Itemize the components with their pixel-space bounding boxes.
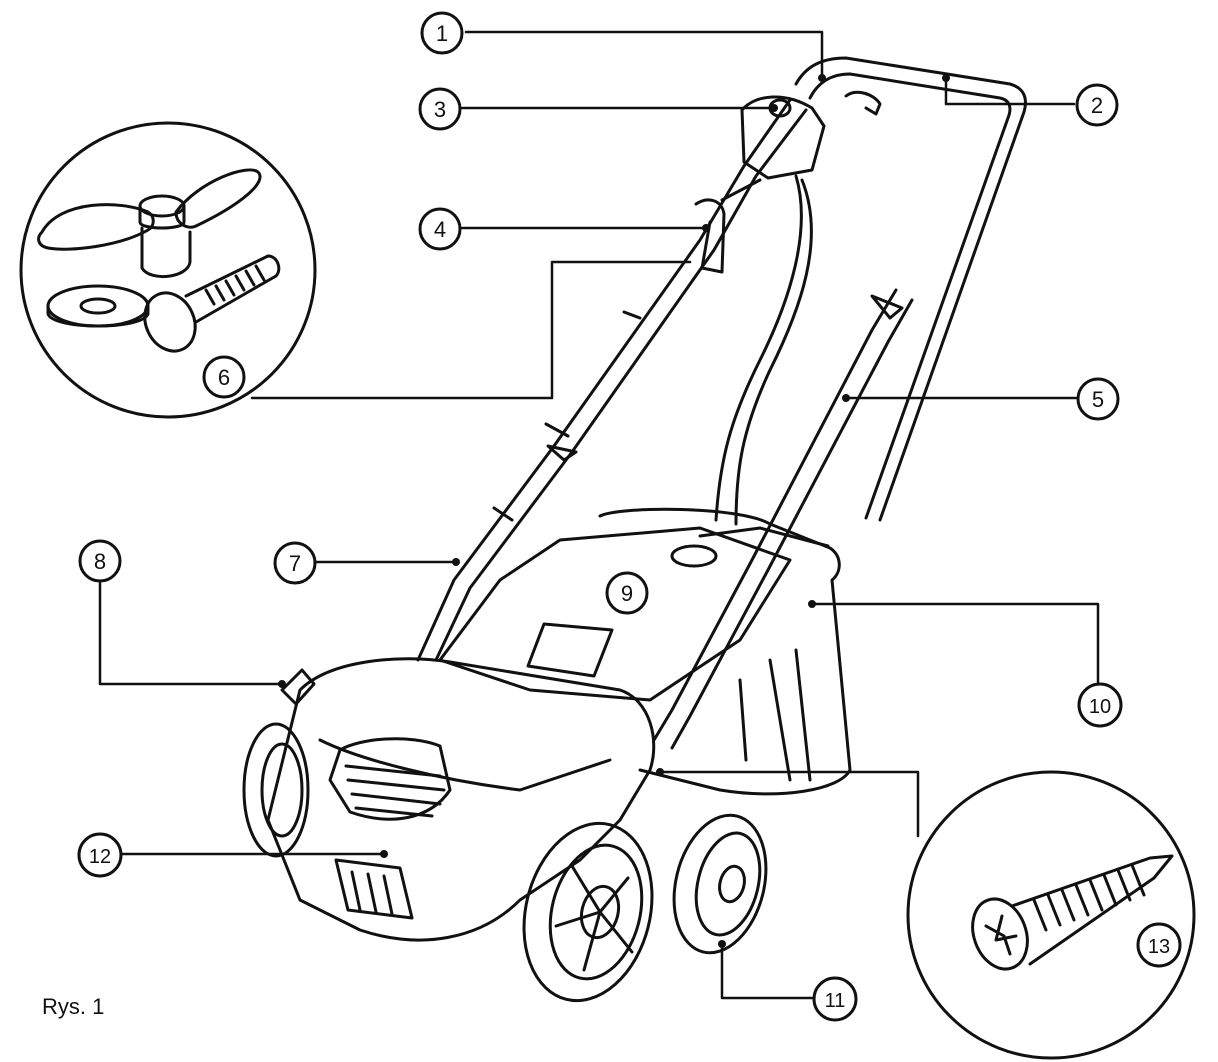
callout-7: 7 [273,541,317,585]
svg-text:13: 13 [1148,936,1170,958]
svg-text:3: 3 [434,97,446,122]
motor-cover [438,526,792,702]
svg-text:2: 2 [1091,93,1103,118]
upper-handle [694,56,1027,522]
carriage-bolt-icon [143,254,281,353]
callout-12: 12 [77,832,123,878]
callout-13: 13 [1136,922,1182,968]
svg-text:8: 8 [94,549,106,574]
scarifier-machine [242,56,1027,1003]
leader-lines [98,30,1100,1000]
detail-circle-screw [906,770,1196,1060]
right-handle-bar [652,288,914,750]
svg-text:9: 9 [621,581,633,606]
svg-text:10: 10 [1089,696,1111,718]
front-grille [328,737,452,821]
front-left-wheel [522,821,654,1003]
left-handle-bar [416,98,808,662]
power-cable [714,174,803,522]
figure-caption: Rys. 1 [42,994,105,1019]
callout-6: 6 [202,355,246,399]
callout-1: 1 [420,11,464,55]
washer-icon [46,284,150,328]
callout-9: 9 [605,571,649,615]
callout-2: 2 [1075,83,1119,127]
callout-5: 5 [1076,377,1120,421]
callout-labels: 1 2 3 4 5 6 7 8 [77,11,1182,1022]
callout-8: 8 [78,539,122,583]
svg-text:4: 4 [434,217,446,242]
grass-box [598,507,852,796]
rear-left-wheel [242,722,310,858]
svg-text:11: 11 [825,990,846,1012]
svg-text:5: 5 [1092,387,1104,412]
leader-dots [278,74,950,948]
callout-4: 4 [418,207,462,251]
front-right-wheel [672,813,768,955]
screw-icon [971,854,1174,971]
front-housing [266,657,656,942]
callout-3: 3 [418,87,462,131]
svg-text:6: 6 [218,365,230,390]
detail-circle-fasteners [19,121,317,419]
callout-11: 11 [812,976,858,1022]
svg-text:12: 12 [89,846,111,868]
callout-10: 10 [1077,682,1123,728]
wing-nut-icon [37,168,262,279]
svg-text:1: 1 [436,21,448,46]
svg-text:7: 7 [289,551,301,576]
